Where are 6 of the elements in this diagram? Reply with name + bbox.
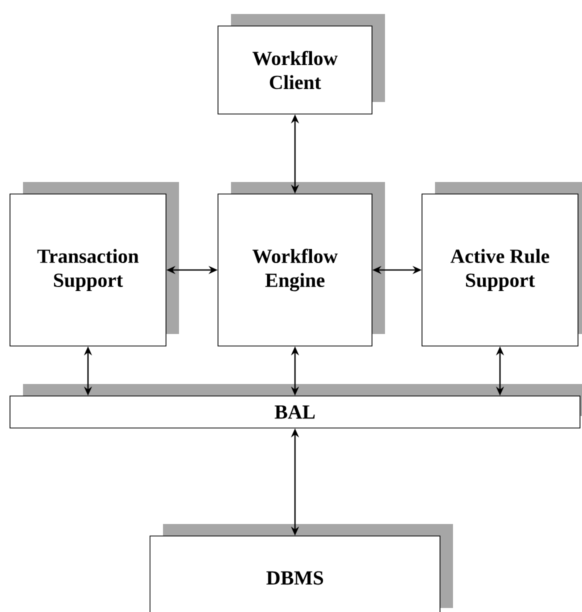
process-box: BAL — [10, 384, 582, 428]
process-box: DBMS — [150, 524, 453, 612]
process-box: Workflow Engine — [218, 182, 385, 346]
process-box: Transaction Support — [10, 182, 179, 346]
process-box: Workflow Client — [218, 14, 385, 114]
process-box: Active Rule Support — [422, 182, 582, 346]
